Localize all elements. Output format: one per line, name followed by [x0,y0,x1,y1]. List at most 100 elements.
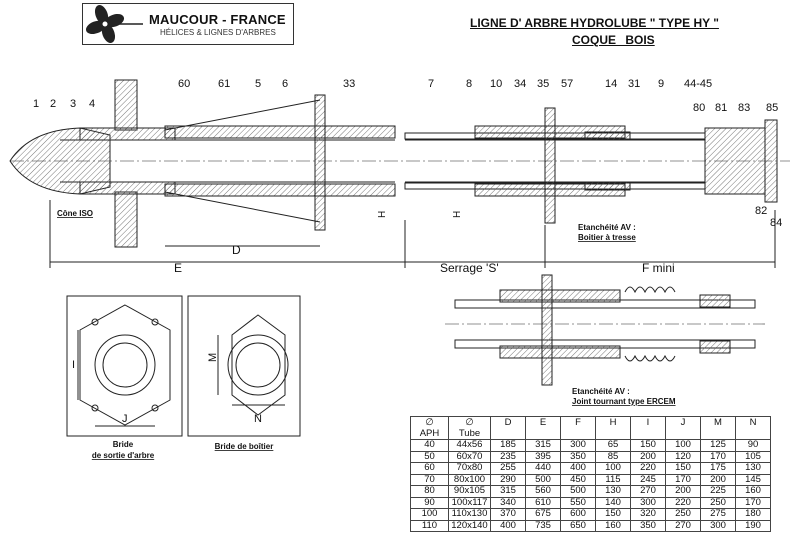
table-cell: 85 [595,450,631,463]
part-label: 60 [178,78,190,90]
table-cell: 200 [700,473,736,486]
header-text: ∅ [425,417,434,428]
table-cell: 110x130 [448,508,491,521]
table-cell: 290 [490,473,526,486]
dim-serrage: Serrage 'S' [440,261,499,275]
table-cell: 560 [525,485,561,498]
part-label: 8 [466,78,472,90]
part-label: 80 [693,102,705,114]
dim-f-mini: F mini [642,261,675,275]
header-text: ∅ [465,417,474,428]
part-label: 7 [428,78,434,90]
table-cell: 150 [595,508,631,521]
table-cell: 90 [410,496,449,509]
table-cell: 115 [595,473,631,486]
table-cell: 255 [490,462,526,475]
header-text: M [714,417,722,428]
drawing-subtitle: COQUE BOIS [572,33,655,47]
table-cell: 245 [630,473,666,486]
table-cell: 130 [735,462,771,475]
flange1-label: de sortie d'arbre [92,451,155,460]
column-header: H [595,416,631,440]
table-cell: 40 [410,439,449,452]
table-cell: 220 [665,496,701,509]
part-label: 4 [89,98,95,110]
table-cell: 315 [490,485,526,498]
part-label: 3 [70,98,76,110]
table-cell: 100x117 [448,496,491,509]
part-label: 14 [605,78,617,90]
seal2-title: Etanchéité AV : [572,387,630,396]
cone-label: Cône ISO [57,209,93,218]
column-header: F [560,416,596,440]
table-cell: 150 [630,439,666,452]
table-cell: 675 [525,508,561,521]
table-cell: 120 [665,450,701,463]
dim-h: H [377,211,388,218]
dim-n: N [254,413,262,425]
table-cell: 65 [595,439,631,452]
table-cell: 90 [735,439,771,452]
seal1-title: Etanchéité AV : [578,223,636,232]
table-cell: 610 [525,496,561,509]
propeller-icon [85,4,143,44]
header-subtext: APH [419,428,440,439]
flange1-label: Bride [113,440,134,449]
table-cell: 145 [735,473,771,486]
table-cell: 340 [490,496,526,509]
column-header: E [525,416,561,440]
table-cell: 395 [525,450,561,463]
table-cell: 550 [560,496,596,509]
table-cell: 315 [525,439,561,452]
table-cell: 140 [595,496,631,509]
table-cell: 600 [560,508,596,521]
shaft-line-section [9,79,790,437]
table-cell: 100 [410,508,449,521]
table-cell: 80x100 [448,473,491,486]
brand-name: MAUCOUR - FRANCE [149,12,286,27]
table-cell: 370 [490,508,526,521]
brand-tagline: HÉLICES & LIGNES D'ARBRES [160,28,276,37]
part-label: 34 [514,78,526,90]
table-cell: 170 [700,450,736,463]
table-cell: 300 [700,519,736,532]
dim-i: I [72,359,75,371]
dim-e: E [174,261,182,275]
part-label: 31 [628,78,640,90]
table-cell: 180 [735,508,771,521]
table-cell: 320 [630,508,666,521]
table-cell: 170 [665,473,701,486]
part-label: 1 [33,98,39,110]
drawing-title: LIGNE D' ARBRE HYDROLUBE " TYPE HY " [470,16,719,30]
table-cell: 300 [560,439,596,452]
column-header: ∅APH [410,416,449,440]
table-cell: 650 [560,519,596,532]
table-cell: 270 [665,519,701,532]
table-cell: 200 [630,450,666,463]
table-cell: 100 [595,462,631,475]
table-cell: 60 [410,462,449,475]
dim-j: J [122,413,128,425]
table-cell: 160 [595,519,631,532]
table-cell: 225 [700,485,736,498]
table-cell: 120x140 [448,519,491,532]
header-subtext: Tube [458,428,481,439]
column-header: D [490,416,526,440]
part-label: 35 [537,78,549,90]
annotations: Cône ISO D E Serrage 'S' F mini H H Etan… [57,209,676,460]
part-label: 5 [255,78,261,90]
seal1-type: Boitier à tresse [578,233,636,242]
table-cell: 185 [490,439,526,452]
table-cell: 175 [700,462,736,475]
table-cell: 125 [700,439,736,452]
table-cell: 235 [490,450,526,463]
part-label: 33 [343,78,355,90]
table-cell: 350 [630,519,666,532]
table-cell: 80 [410,485,449,498]
table-cell: 500 [560,485,596,498]
